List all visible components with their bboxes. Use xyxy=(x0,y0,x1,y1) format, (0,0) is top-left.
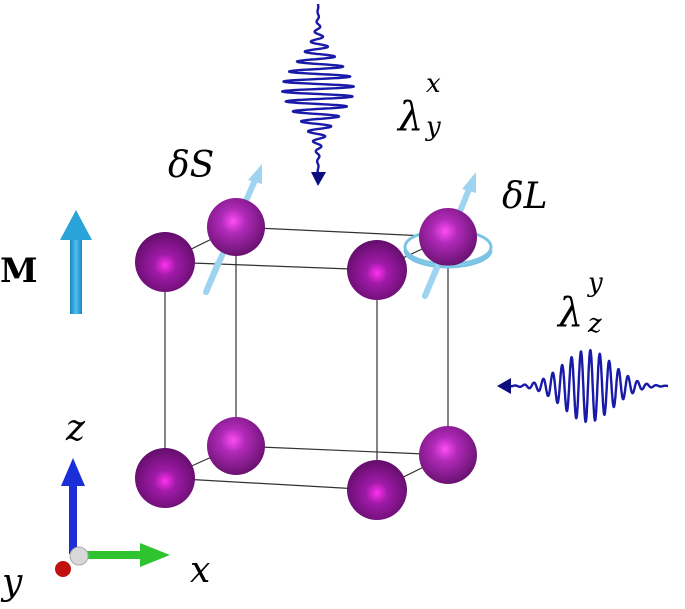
orbital-variation-label: δL xyxy=(502,176,548,217)
atom-back-bottom-left xyxy=(207,417,265,475)
top-pulse-label: λ x y xyxy=(396,69,441,142)
z-axis-head xyxy=(61,458,85,486)
top-pulse-lambda: λ xyxy=(396,94,423,140)
spin-variation-label: δS xyxy=(168,145,214,186)
top-pulse-superscript: x xyxy=(426,69,441,99)
x-axis-head xyxy=(140,543,170,567)
orbital-arrow-tail xyxy=(422,265,440,299)
orbital-arrow-head xyxy=(462,172,476,193)
spin-arrow-tail xyxy=(203,260,221,295)
side-pulse-arrowhead xyxy=(497,378,511,394)
top-pulse-subscript: y xyxy=(425,112,441,142)
atom-front-bottom-right xyxy=(347,460,407,520)
side-pulse-wave xyxy=(507,349,669,423)
top-pulse-wave xyxy=(281,3,355,175)
y-axis-head xyxy=(55,561,71,577)
axis-origin xyxy=(69,546,89,566)
magnetization-arrow xyxy=(60,210,92,314)
atom-front-top-left xyxy=(135,232,195,292)
side-pulse-lambda: λ xyxy=(556,290,583,336)
atom-back-top-right xyxy=(419,208,477,266)
magnetization-label: M xyxy=(0,251,38,291)
z-axis-label: z xyxy=(65,408,86,449)
spin-arrow-head xyxy=(248,164,262,184)
coordinate-axes xyxy=(55,458,170,577)
atom-front-top-right xyxy=(347,240,407,300)
top-pulse-arrowhead xyxy=(311,172,326,186)
atom-front-bottom-left xyxy=(135,448,195,508)
side-pulse-subscript: z xyxy=(587,309,602,339)
x-axis-label: x xyxy=(190,550,210,591)
atom-back-bottom-right xyxy=(419,426,477,484)
atoms xyxy=(135,198,477,520)
atom-back-top-left xyxy=(207,198,265,256)
side-pulse-superscript: y xyxy=(587,268,603,298)
orbital-ring-front xyxy=(403,249,493,269)
side-pulse-label: λ y z xyxy=(556,268,603,339)
x-axis-shaft xyxy=(76,551,144,559)
y-axis-label: y xyxy=(0,562,23,603)
z-axis-shaft xyxy=(69,480,77,554)
